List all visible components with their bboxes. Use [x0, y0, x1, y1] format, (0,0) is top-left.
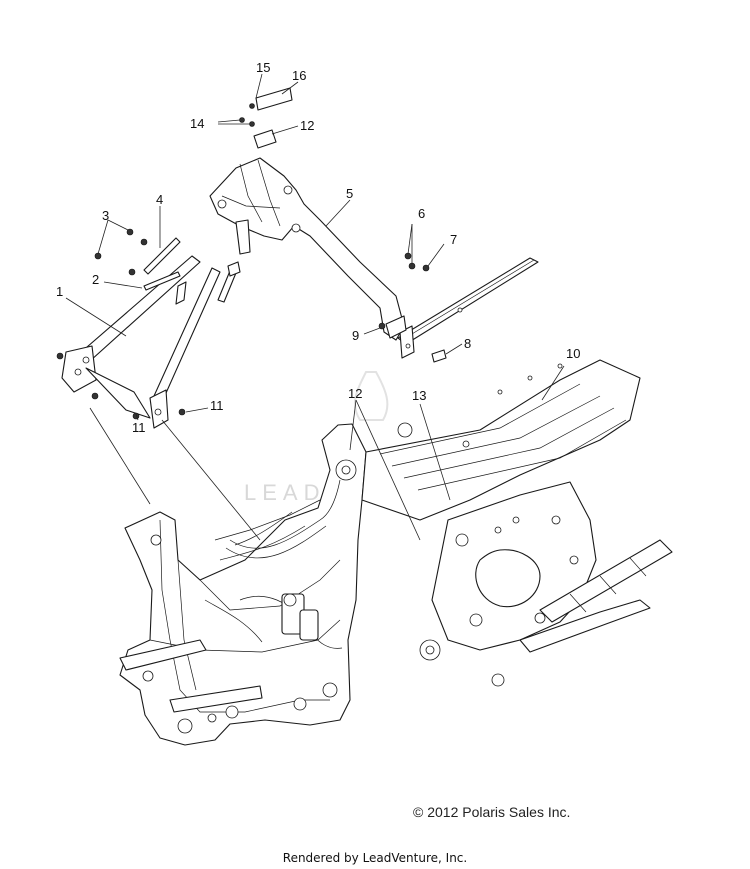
- callout-4: 4: [156, 192, 163, 207]
- part-retainer-strap: [217, 261, 241, 303]
- callout-12-top: 12: [300, 118, 314, 133]
- callout-14: 14: [190, 116, 204, 131]
- callout-3: 3: [102, 208, 109, 223]
- callout-1: 1: [56, 284, 63, 299]
- callout-10: 10: [566, 346, 580, 361]
- callout-15: 15: [256, 60, 270, 75]
- callout-7: 7: [450, 232, 457, 247]
- callout-11-right: 11: [210, 398, 224, 413]
- tunnel: [361, 359, 641, 521]
- callout-13: 13: [412, 388, 426, 403]
- tunnel-rail: [397, 257, 539, 359]
- part-decals: [239, 87, 293, 149]
- callout-labels: 15 16 14 12 5 3 4 6 7 2 1 9 8 10 12 13 1…: [56, 60, 580, 435]
- part-center-strut: [149, 267, 221, 429]
- part-fasteners: [378, 252, 447, 363]
- callout-12-mid: 12: [348, 386, 362, 401]
- chassis-bulkhead: [119, 423, 367, 746]
- callout-2: 2: [92, 272, 99, 287]
- callout-11-left: 11: [132, 420, 146, 435]
- callout-6: 6: [418, 206, 425, 221]
- callout-5: 5: [346, 186, 353, 201]
- copyright-notice: © 2012 Polaris Sales Inc.: [413, 804, 571, 820]
- part-4-link: [143, 237, 181, 275]
- part-3-screws: [94, 228, 148, 276]
- part-1-front-strut: [56, 255, 201, 419]
- callout-16: 16: [292, 68, 306, 83]
- rendered-by-footer: Rendered by LeadVenture, Inc.: [282, 851, 468, 865]
- part-5-upper-support: [209, 157, 407, 341]
- part-2-cross-bar: [143, 271, 181, 291]
- rear-side-plate: [419, 481, 673, 687]
- callout-9: 9: [352, 328, 359, 343]
- leader-lines: [65, 73, 565, 541]
- callout-8: 8: [464, 336, 471, 351]
